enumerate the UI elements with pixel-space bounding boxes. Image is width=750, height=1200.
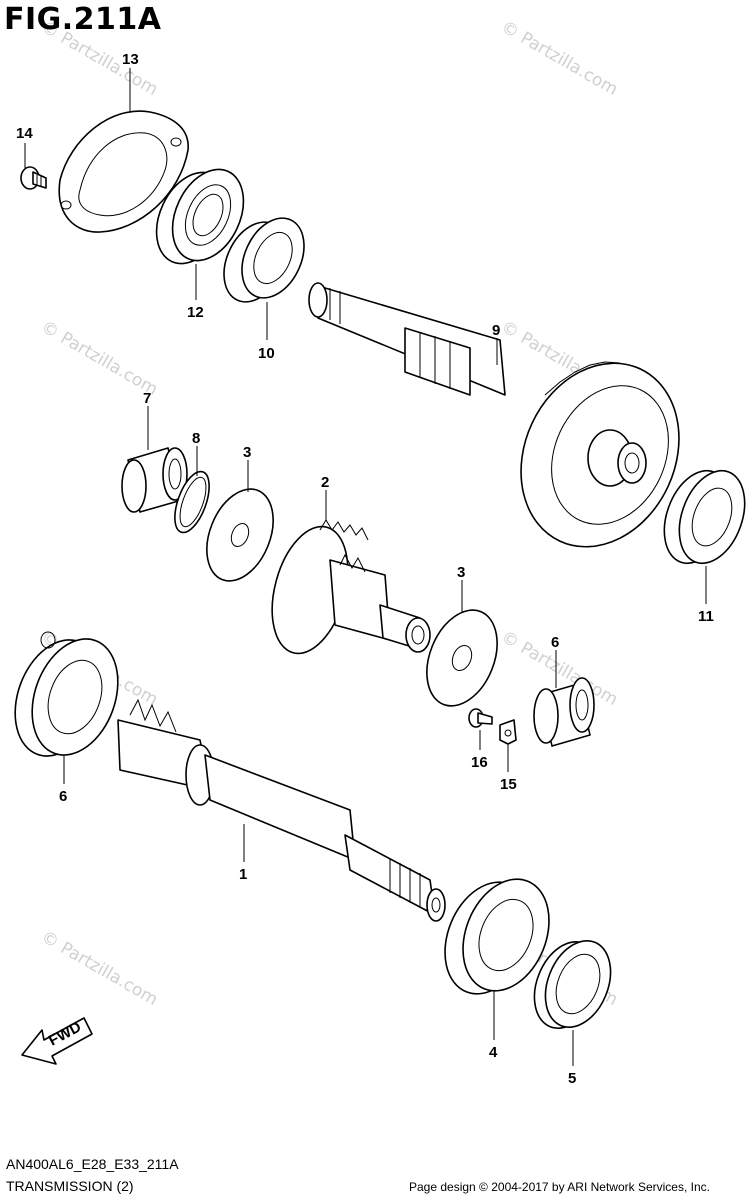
part-10-bearing[interactable] — [212, 208, 316, 312]
callout-9: 9 — [492, 322, 500, 339]
part-9-shaft-gear[interactable] — [308, 282, 708, 573]
fwd-arrow-icon: FWD — [21, 1017, 93, 1065]
callout-6-top: 7 — [143, 390, 151, 407]
part-15-retainer[interactable] — [499, 719, 517, 745]
figure-title: FIG.211A — [4, 2, 162, 37]
callout-5: 6 — [59, 788, 67, 805]
part-3-washer[interactable] — [414, 600, 511, 717]
diagram-name: TRANSMISSION (2) — [6, 1178, 134, 1194]
part-16-screw[interactable] — [468, 708, 493, 728]
part-11-bearing[interactable] — [652, 462, 750, 573]
callout-4: 4 — [489, 1044, 498, 1061]
part-6-needle-bearing[interactable] — [533, 677, 595, 747]
copyright-credit: Page design © 2004-2017 by ARI Network S… — [408, 1180, 710, 1194]
part-3-washer[interactable] — [194, 479, 286, 590]
callout-16: 16 — [471, 754, 488, 771]
watermark: © Partzilla.com — [38, 927, 162, 1010]
part-7-circlip[interactable] — [168, 467, 216, 537]
callout-13: 13 — [122, 51, 139, 68]
part-1-shaft[interactable] — [117, 698, 446, 922]
callout-11: 11 — [698, 608, 714, 625]
callout-15: 15 — [500, 776, 517, 793]
callout-10: 10 — [258, 345, 275, 362]
part-8-oil-seal[interactable] — [522, 931, 622, 1038]
part-13-gasket[interactable] — [58, 110, 189, 233]
part-6-needle-bearing[interactable] — [121, 447, 188, 513]
part-2-gear[interactable] — [259, 518, 431, 662]
watermark: © Partzilla.com — [498, 17, 622, 100]
watermark: © Partzilla.com — [38, 317, 162, 400]
callout-7: 8 — [192, 430, 200, 447]
callout-1: 1 — [239, 866, 247, 883]
callout-2: 2 — [321, 474, 329, 491]
leader-lines — [24, 68, 707, 1066]
diagram-code: AN400AL6_E28_E33_211A — [6, 1156, 179, 1172]
callout-8: 5 — [568, 1070, 576, 1087]
callout-3-top: 3 — [243, 444, 251, 461]
callouts: 13 14 12 10 9 11 7 8 3 2 3 6 16 15 6 1 4… — [16, 51, 714, 1087]
callout-14: 14 — [16, 125, 33, 142]
callout-3-lower: 3 — [457, 564, 465, 581]
callout-6-lower: 6 — [551, 634, 559, 651]
part-4-bearing[interactable] — [429, 866, 565, 1007]
part-12-bearing[interactable] — [143, 158, 258, 275]
part-5-bearing[interactable] — [0, 627, 133, 768]
callout-12: 12 — [187, 304, 204, 321]
part-14-screw[interactable] — [20, 166, 47, 190]
